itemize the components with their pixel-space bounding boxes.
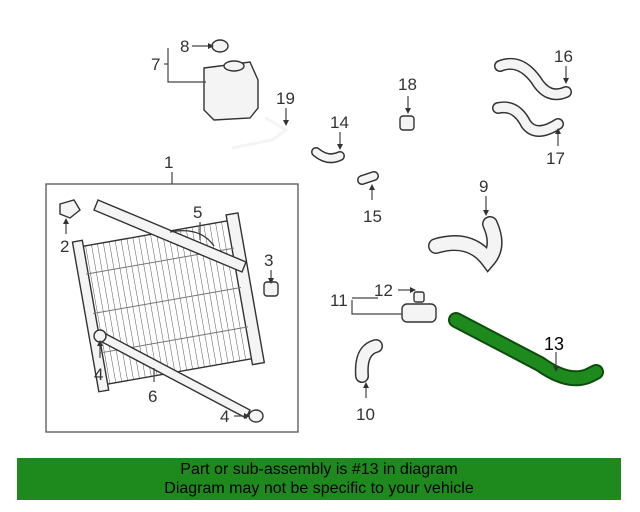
callout-19: 19: [276, 89, 295, 108]
hose-9: 9: [428, 177, 503, 273]
hose-17: 17: [492, 101, 565, 168]
reservoir-group: 8 7: [151, 37, 259, 121]
callout-7: 7: [151, 55, 160, 74]
callout-13: 13: [544, 334, 564, 354]
callout-10: 10: [356, 405, 375, 424]
radiator-group: 1 5 6 2 3 4: [45, 153, 299, 433]
info-banner: Part or sub-assembly is #13 in diagram D…: [17, 458, 621, 500]
callout-4-right: 4: [220, 407, 229, 426]
banner-line-1: Part or sub-assembly is #13 in diagram: [180, 461, 458, 478]
callout-9: 9: [479, 177, 488, 196]
hose-19: 19: [231, 89, 295, 150]
hose-10: 10: [354, 339, 383, 424]
callout-8: 8: [180, 37, 189, 56]
callout-4-left: 4: [94, 365, 103, 384]
callout-1: 1: [164, 153, 173, 172]
mount-4-right: [248, 409, 264, 423]
hose-13-highlighted[interactable]: 13: [448, 312, 604, 387]
fitting-18: 18: [398, 75, 417, 131]
reservoir-tank: [203, 61, 259, 121]
reservoir-cap: [211, 39, 229, 53]
callout-6: 6: [148, 387, 157, 406]
callout-11: 11: [330, 291, 348, 310]
bracket-2: [59, 199, 81, 219]
upper-seal: [93, 199, 247, 273]
callout-15: 15: [363, 207, 382, 226]
callout-3: 3: [264, 251, 273, 270]
hose-16: 16: [494, 47, 573, 101]
banner-line-2: Diagram may not be specific to your vehi…: [164, 480, 474, 497]
housing-11: 12 11: [330, 281, 437, 323]
callout-5: 5: [193, 203, 202, 222]
callout-12: 12: [374, 281, 393, 300]
callout-18: 18: [398, 75, 417, 94]
callout-14: 14: [330, 113, 349, 132]
callout-2: 2: [60, 237, 69, 256]
callout-16: 16: [554, 47, 573, 66]
highlighted-hose-fill: [450, 314, 602, 385]
hose-15: 15: [357, 171, 382, 226]
mount-3: [263, 281, 279, 297]
hose-14: 14: [311, 113, 349, 164]
callout-17: 17: [546, 149, 565, 168]
